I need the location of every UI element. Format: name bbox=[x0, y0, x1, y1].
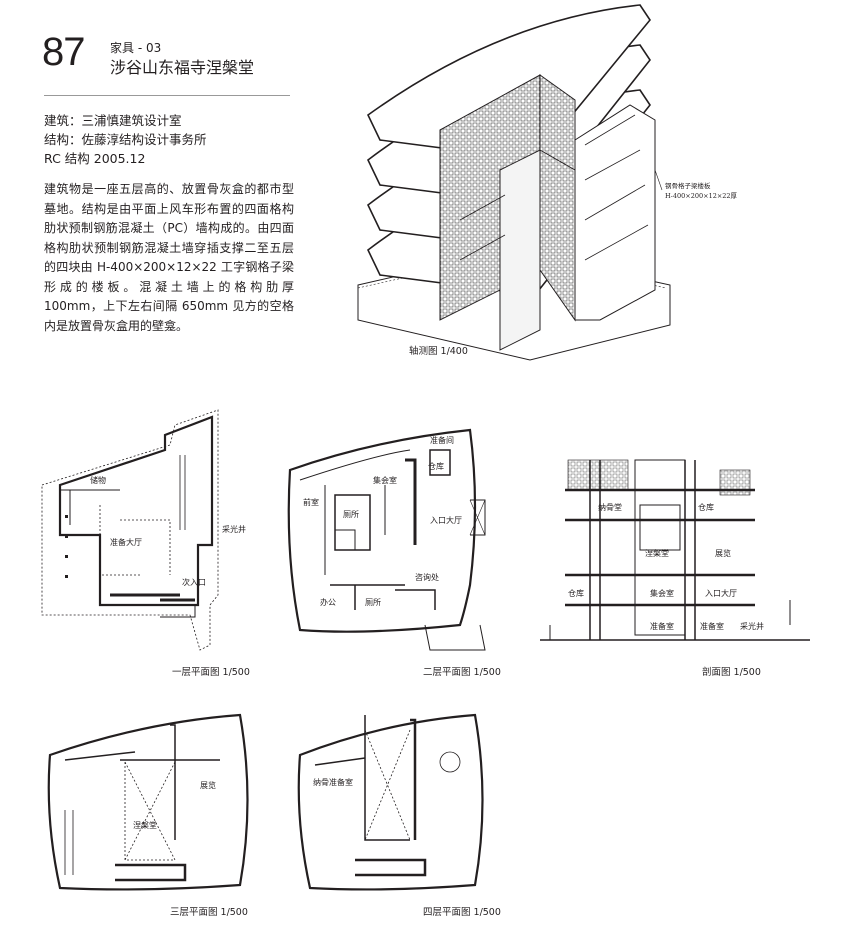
plan2-label-prep-room: 准备间 bbox=[430, 435, 454, 445]
axon-note-line2: H-400×200×12×22厚 bbox=[665, 192, 738, 200]
section-label-nirvana-hall: 涅槃堂 bbox=[645, 548, 669, 558]
plan1-label-prep-hall: 准备大厅 bbox=[110, 537, 142, 547]
section-label-prep-2: 准备室 bbox=[700, 621, 724, 631]
axon-note-line1: 钢骨格子梁楼板 bbox=[665, 181, 711, 190]
credit-architecture: 建筑：三浦慎建筑设计室 bbox=[44, 113, 182, 128]
category-label: 家具 - 03 bbox=[110, 41, 162, 55]
plan3-caption: 三层平面图 1/500 bbox=[170, 907, 248, 918]
plan2-drawing: 准备间 仓库 集会室 前室 厕所 入口大厅 咨询处 办公 厕所 bbox=[287, 428, 486, 651]
plan2-caption: 二层平面图 1/500 bbox=[423, 667, 501, 678]
axonometric-drawing: 钢骨格子梁楼板 H-400×200×12×22厚 bbox=[357, 4, 738, 361]
plan2-label-assembly: 集会室 bbox=[373, 475, 397, 485]
axonometric-caption: 轴测图 1/400 bbox=[409, 346, 468, 357]
credit-construction: RC 结构 2005.12 bbox=[44, 151, 146, 166]
section-label-exhibition: 展览 bbox=[715, 548, 731, 558]
credit-structure: 结构：佐藤淳结构设计事务所 bbox=[44, 132, 207, 147]
plan3-label-nirvana-hall: 涅槃堂 bbox=[133, 820, 157, 830]
page-title: 涉谷山东福寺涅槃堂 bbox=[110, 58, 255, 77]
section-label-prep-1: 准备室 bbox=[650, 621, 674, 631]
entry-number: 87 bbox=[42, 30, 85, 74]
section-label-storage-low: 仓库 bbox=[568, 588, 584, 598]
plan2-label-entrance-hall: 入口大厅 bbox=[430, 515, 462, 525]
plan1-label-side-entrance: 次入口 bbox=[182, 577, 206, 587]
plan3-drawing: 展览 涅槃堂 bbox=[47, 713, 249, 891]
plan1-caption: 一层平面图 1/500 bbox=[172, 667, 250, 678]
plan1-label-lightwell: 采光井 bbox=[222, 524, 246, 534]
plan2-label-toilet: 厕所 bbox=[343, 509, 359, 519]
plan1-drawing: 储物 准备大厅 采光井 次入口 bbox=[41, 409, 246, 651]
plan2-label-anteroom: 前室 bbox=[303, 497, 319, 507]
section-drawing: 仓库 纳骨堂 涅槃堂 展览 仓库 集会室 入口大厅 准备室 准备室 采光井 bbox=[540, 459, 810, 641]
plan4-caption: 四层平面图 1/500 bbox=[423, 907, 501, 918]
plan2-label-office: 办公 bbox=[320, 597, 336, 607]
plan4-label-ossuary-prep: 纳骨准备室 bbox=[313, 777, 353, 787]
description-paragraph: 建筑物是一座五层高的、放置骨灰盒的都市型墓地。结构是由平面上风车形布置的四面格构… bbox=[44, 182, 294, 333]
header-divider bbox=[44, 95, 290, 96]
plan2-label-toilet-2: 厕所 bbox=[365, 597, 381, 607]
plan3-label-exhibition: 展览 bbox=[200, 780, 216, 790]
section-caption: 剖面图 1/500 bbox=[702, 667, 761, 678]
section-label-ossuary: 纳骨堂 bbox=[598, 502, 622, 512]
section-label-lightwell: 采光井 bbox=[740, 621, 764, 631]
plan2-label-storage: 仓库 bbox=[428, 461, 444, 471]
section-label-entrance-hall: 入口大厅 bbox=[705, 588, 737, 598]
plan4-drawing: 纳骨准备室 bbox=[297, 713, 484, 891]
plan2-label-info: 咨询处 bbox=[415, 572, 439, 582]
section-label-assembly: 集会室 bbox=[650, 588, 674, 598]
section-label-storage-top: 仓库 bbox=[698, 502, 714, 512]
plan1-label-storage: 储物 bbox=[90, 475, 106, 485]
